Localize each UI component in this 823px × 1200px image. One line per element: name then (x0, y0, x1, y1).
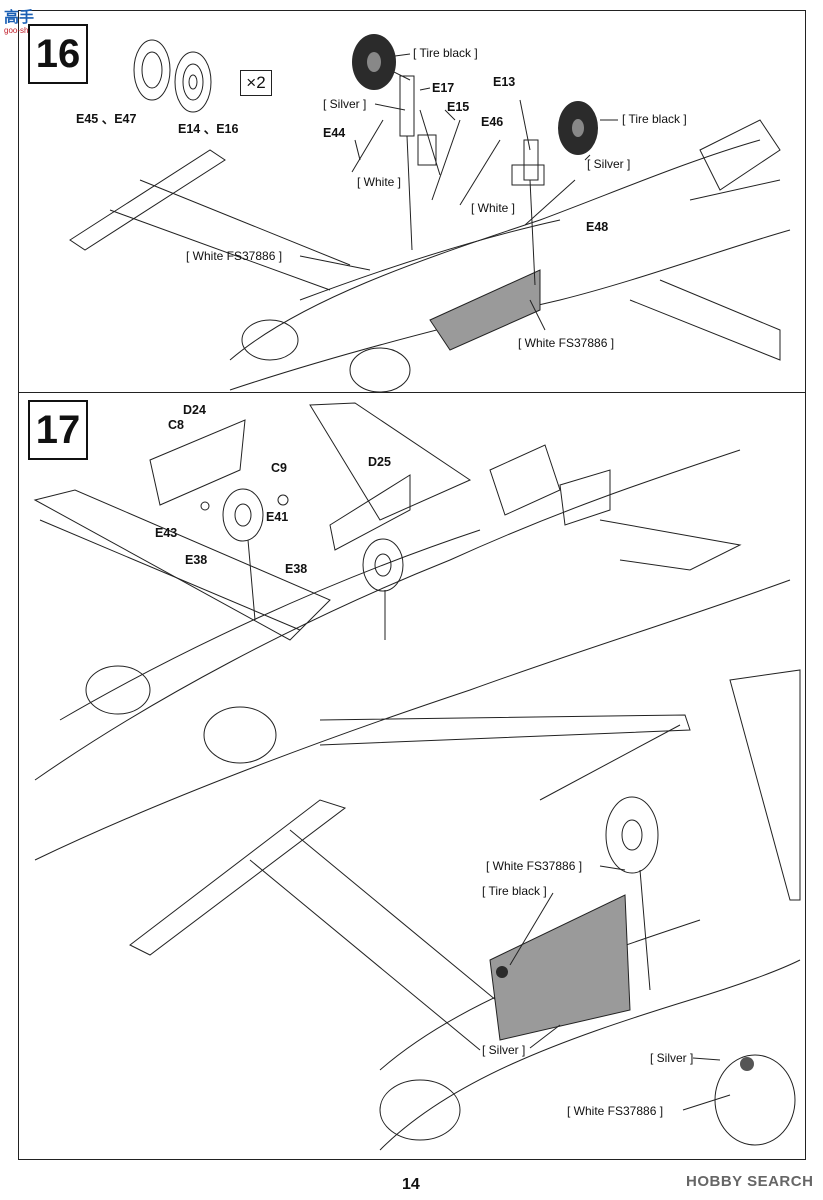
step-16-number: 16 (28, 24, 88, 84)
part-e46: E46 (481, 115, 504, 129)
color-white-fs-3: [ White FS37886 ] (486, 859, 583, 873)
hobby-search-watermark: HOBBY SEARCH (686, 1173, 814, 1190)
step-divider (18, 392, 806, 393)
site-logo: 高手 (4, 9, 35, 26)
wheel-half-e45 (133, 39, 171, 101)
wheel-half-e14 (174, 51, 212, 113)
part-e15: E15 (447, 100, 470, 114)
color-tire-black-2: [ Tire black ] (622, 112, 687, 126)
part-e17: E17 (432, 81, 455, 95)
gear-door-detail (489, 894, 631, 1041)
color-white-fs-2: [ White FS37886 ] (518, 336, 615, 350)
part-e44: E44 (323, 126, 346, 140)
part-e13: E13 (493, 75, 516, 89)
part-e14-e16: E14 、E16 (178, 122, 239, 136)
color-silver-1: [ Silver ] (323, 97, 367, 111)
step-16-label: 16 (35, 31, 81, 76)
part-c8: C8 (168, 418, 184, 432)
part-e38-1: E38 (185, 553, 208, 567)
color-white-fs-4: [ White FS37886 ] (567, 1104, 664, 1118)
part-c9: C9 (271, 461, 287, 475)
part-e45-e47: E45 、E47 (76, 112, 137, 126)
color-silver-2: [ Silver ] (587, 157, 631, 171)
step-17-number: 17 (28, 400, 88, 460)
part-d25: D25 (368, 455, 391, 469)
color-white-2: [ White ] (471, 201, 516, 215)
color-tire-black-3: [ Tire black ] (482, 884, 547, 898)
part-e43: E43 (155, 526, 178, 540)
color-silver-3: [ Silver ] (482, 1043, 526, 1057)
page-number: 14 (402, 1176, 420, 1193)
color-tire-black-1: [ Tire black ] (413, 46, 478, 60)
part-e38-2: E38 (285, 562, 308, 576)
part-d24: D24 (183, 403, 206, 417)
page-frame (18, 10, 806, 1160)
part-e48: E48 (586, 220, 609, 234)
color-white-1: [ White ] (357, 175, 402, 189)
quantity-badge: ×2 (240, 70, 272, 96)
color-white-fs-1: [ White FS37886 ] (186, 249, 283, 263)
part-e41: E41 (266, 510, 289, 524)
step-17-label: 17 (35, 407, 81, 452)
color-silver-4: [ Silver ] (650, 1051, 694, 1065)
